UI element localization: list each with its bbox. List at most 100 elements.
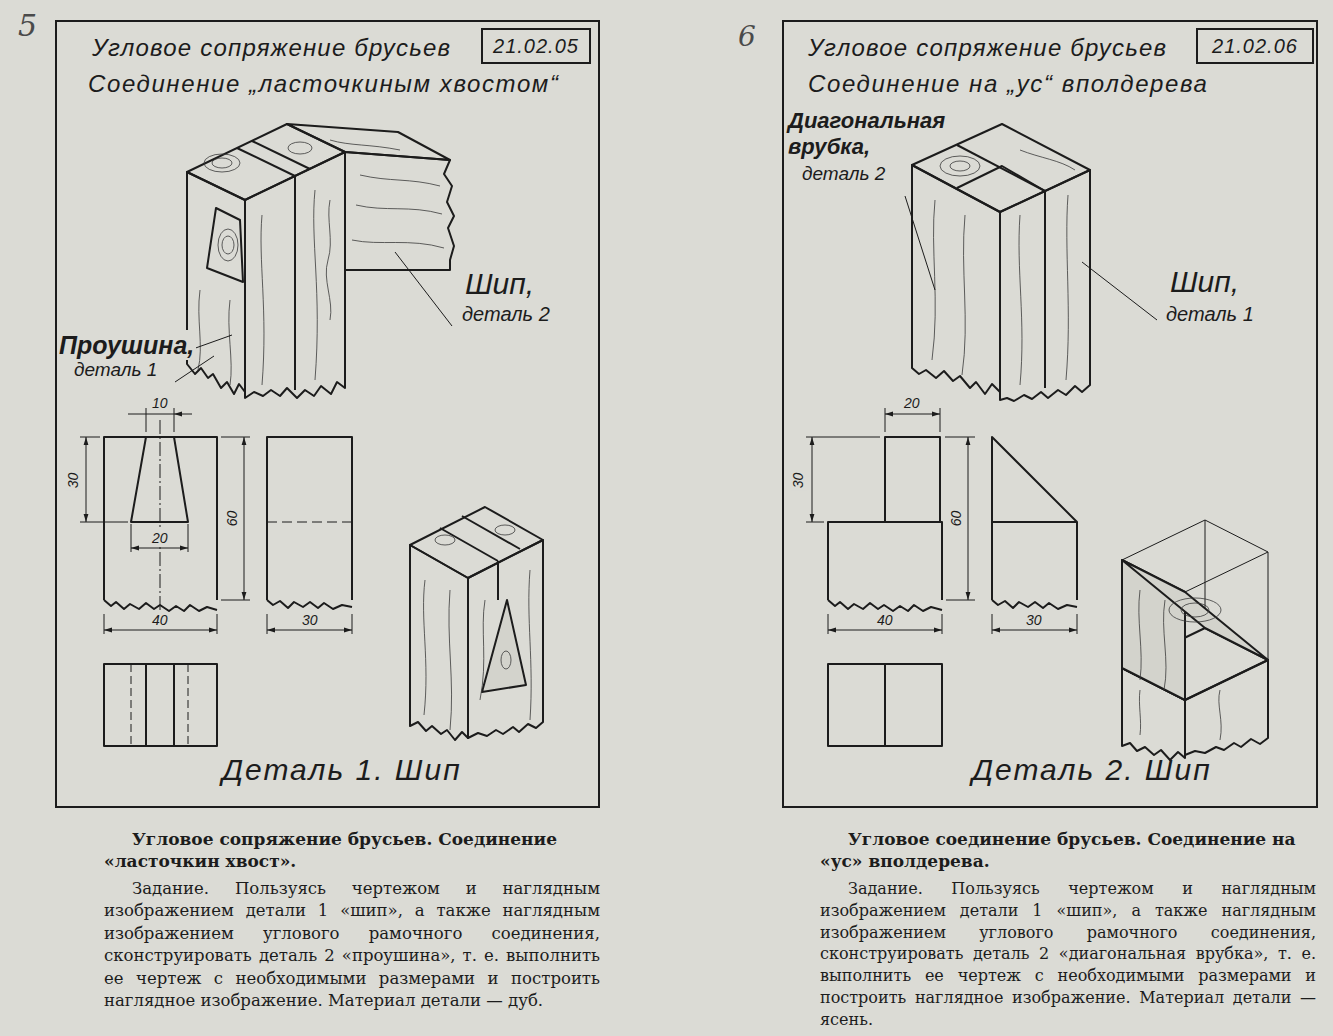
dimension-value: 40 — [150, 612, 170, 629]
dimension-line — [104, 630, 217, 631]
dimension-value: 30 — [1024, 612, 1044, 629]
dovetail-joint-view — [252, 141, 310, 169]
dovetail-joint-view — [261, 215, 264, 385]
dimension-line — [221, 437, 250, 600]
part-isometric — [449, 590, 452, 730]
part-isometric — [495, 525, 515, 535]
part-caption: Деталь 2. Шип — [972, 752, 1212, 788]
dovetail-joint-view — [314, 190, 318, 380]
mitre-joint-view — [1019, 215, 1022, 385]
dovetail-joint-view — [187, 124, 454, 398]
mitre-joint-view — [932, 200, 935, 360]
part-name: Проушина, — [57, 330, 196, 360]
sheet-subtitle: Соединение на „ус“ вполдерева — [808, 70, 1209, 99]
mitre-joint-view — [957, 166, 1045, 191]
dimension-line — [86, 437, 87, 522]
leader-line — [905, 196, 935, 290]
dimension-line — [146, 408, 174, 432]
dovetail-joint-view — [187, 172, 245, 394]
side-view — [992, 600, 1077, 609]
side-view — [992, 521, 1077, 523]
dimension-line — [128, 414, 192, 415]
dovetail-joint-view — [352, 240, 444, 248]
top-view — [104, 664, 217, 746]
dimension-value: 60 — [224, 508, 241, 528]
dimension-line — [267, 630, 352, 631]
side-view — [992, 437, 1077, 609]
dimension-line — [992, 630, 1077, 631]
top-view — [828, 664, 942, 746]
dovetail-joint-view — [237, 148, 295, 176]
part-number: деталь 1 — [74, 359, 157, 382]
dimension-line — [885, 414, 940, 415]
dimension-value: 30 — [65, 470, 82, 490]
dimension-value: 40 — [875, 612, 895, 629]
dimension-line — [80, 408, 352, 634]
part-caption: Деталь 1. Шип — [222, 752, 462, 788]
dovetail-joint-view — [187, 124, 345, 200]
handwritten-number: 6 — [738, 20, 756, 54]
part-isometric — [1181, 603, 1209, 617]
side-view — [267, 600, 352, 609]
dovetail-joint-view — [212, 158, 232, 168]
dimension-line — [945, 437, 975, 600]
part-isometric — [529, 570, 531, 720]
dovetail-joint-view — [326, 200, 331, 320]
dovetail-joint-view — [204, 154, 240, 172]
sheet-code: 21.02.06 — [1196, 28, 1314, 64]
sheet-code: 21.02.05 — [481, 28, 591, 64]
part-number: деталь 2 — [802, 163, 885, 186]
part-isometric — [1164, 600, 1166, 690]
top-view — [131, 664, 188, 746]
part-isometric — [501, 651, 511, 669]
part-isometric — [1139, 690, 1140, 735]
caption-heading: Угловое соединение брусьев. Соединение н… — [820, 828, 1316, 872]
dovetail-joint-view — [330, 140, 400, 150]
dovetail-joint-view — [222, 236, 234, 254]
mitre-joint-view — [1020, 150, 1075, 170]
part-name: Шип, — [465, 266, 534, 302]
part-isometric — [1169, 598, 1221, 622]
part-number: деталь 2 — [462, 302, 550, 326]
part-name: Шип, — [1170, 264, 1239, 300]
top-view — [884, 664, 886, 746]
dimension-line — [146, 414, 174, 415]
front-view — [885, 437, 940, 522]
part-isometric — [1122, 560, 1268, 660]
sheet-subtitle: Соединение „ласточкиным хвостом“ — [88, 70, 560, 99]
side-view — [267, 522, 352, 523]
sheet-code-text: 21.02.06 — [1212, 34, 1298, 58]
front-view — [160, 420, 161, 612]
dovetail-joint-view — [294, 176, 296, 390]
dimension-line — [885, 408, 940, 432]
sheet-code-text: 21.02.05 — [493, 34, 579, 58]
dimension-line — [828, 630, 942, 631]
leader-line — [395, 252, 452, 326]
side-view — [267, 437, 352, 609]
dimension-value: 60 — [948, 508, 965, 528]
mitre-joint-view — [1044, 191, 1046, 388]
mitre-joint-view — [912, 165, 1000, 394]
dimension-line — [806, 437, 880, 522]
part-isometric — [440, 516, 520, 600]
part-isometric — [1219, 690, 1221, 740]
sheet-title: Угловое сопряжение брусьев — [808, 34, 1167, 63]
mitre-joint-view — [1000, 170, 1090, 401]
part-isometric — [480, 600, 485, 700]
dimension-value: 20 — [150, 530, 170, 547]
part-name: Диагональная врубка, — [788, 108, 956, 161]
mitre-joint-view — [940, 156, 980, 176]
dovetail-joint-view — [356, 205, 442, 214]
task-text: Задание. Пользуясь чертежом и наглядным … — [104, 878, 600, 1012]
front-view — [828, 600, 942, 611]
dimension-line — [812, 437, 813, 522]
side-view — [992, 437, 1077, 600]
leader-line — [190, 335, 232, 350]
mitre-joint-view — [957, 145, 1045, 191]
front-view — [104, 420, 217, 612]
mitre-joint-view — [950, 161, 970, 171]
part-isometric — [435, 535, 455, 545]
part-isometric — [410, 507, 543, 578]
drawing-sheet: Угловое сопряжение брусьевСоединение „ла… — [55, 20, 600, 808]
dovetail-joint-view — [288, 142, 312, 154]
